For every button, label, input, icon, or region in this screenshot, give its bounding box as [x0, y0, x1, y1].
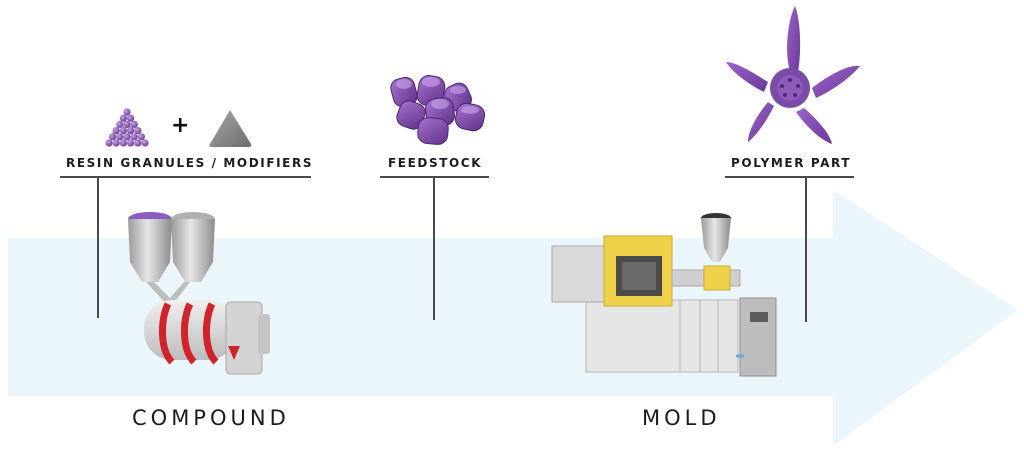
granule [123, 133, 131, 141]
granule [109, 133, 117, 141]
granule [127, 127, 135, 135]
granule [141, 139, 149, 147]
granule [116, 133, 124, 141]
granule [127, 139, 135, 147]
granule [116, 120, 124, 128]
plus-sign: + [171, 113, 190, 138]
granule [123, 108, 131, 116]
granule [119, 127, 127, 135]
polymer-part-label: POLYMER PART [731, 156, 852, 170]
granule [119, 139, 127, 147]
granule [130, 120, 138, 128]
granule [127, 114, 135, 122]
granule [123, 120, 131, 128]
granule [134, 127, 142, 135]
granule [112, 139, 120, 147]
granule [119, 114, 127, 122]
granule [137, 133, 145, 141]
granule [105, 139, 113, 147]
compound-label: COMPOUND [132, 406, 290, 430]
mold-label: MOLD [642, 406, 721, 430]
granule [134, 139, 142, 147]
granule [112, 127, 120, 135]
resin-modifiers-label: RESIN GRANULES / MODIFIERS [66, 156, 314, 170]
granule [130, 133, 138, 141]
feedstock-label: FEEDSTOCK [388, 156, 483, 170]
